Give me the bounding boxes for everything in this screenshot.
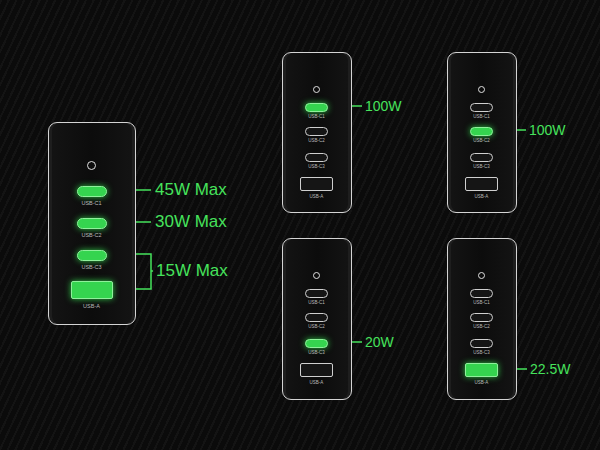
port-label: USB-C3 — [81, 265, 101, 271]
usb-a-port — [300, 177, 333, 191]
usb-a-port — [71, 281, 113, 299]
status-led — [313, 86, 320, 93]
usb-c-port — [470, 127, 493, 136]
port-label: USB-A — [310, 381, 324, 386]
port-label: USB-C1 — [473, 301, 490, 306]
charger-body: USB-C1USB-C2USB-C3USB-A — [282, 238, 352, 400]
usb-c-port — [470, 339, 493, 348]
usb-a-port — [465, 177, 498, 191]
charger-body: USB-C1USB-C2USB-C3USB-A — [447, 52, 517, 213]
wattage-label: 22.5W — [530, 361, 570, 377]
usb-c-port — [470, 289, 493, 298]
usb-c-port — [305, 313, 328, 322]
usb-c-port — [305, 289, 328, 298]
wattage-label: 45W Max — [155, 180, 227, 200]
port-label: USB-A — [475, 381, 489, 386]
usb-a-port — [465, 363, 498, 377]
usb-c-port — [470, 153, 493, 162]
port-label: USB-C3 — [308, 165, 325, 170]
status-led — [478, 86, 485, 93]
status-led — [313, 272, 320, 279]
wattage-label: 30W Max — [155, 212, 227, 232]
usb-c-port — [305, 127, 328, 136]
port-label: USB-C2 — [473, 325, 490, 330]
port-label: USB-C3 — [308, 351, 325, 356]
port-label: USB-A — [83, 304, 100, 310]
usb-a-port — [300, 363, 333, 377]
port-label: USB-A — [310, 195, 324, 200]
port-label: USB-C2 — [81, 233, 101, 239]
charger-body: USB-C1USB-C2USB-C3USB-A — [48, 122, 136, 325]
status-led — [87, 161, 96, 170]
port-label: USB-C1 — [308, 115, 325, 120]
wattage-label: 15W Max — [156, 261, 228, 281]
port-label: USB-C2 — [308, 325, 325, 330]
port-label: USB-C2 — [473, 139, 490, 144]
usb-c-port — [470, 313, 493, 322]
bracket-line — [151, 270, 153, 272]
usb-c-port — [305, 153, 328, 162]
port-label: USB-C3 — [473, 351, 490, 356]
usb-c-port — [470, 103, 493, 112]
port-label: USB-C3 — [473, 165, 490, 170]
port-label: USB-C1 — [473, 115, 490, 120]
usb-c-port — [77, 250, 107, 261]
charger-body: USB-C1USB-C2USB-C3USB-A — [282, 52, 352, 213]
port-label: USB-A — [475, 195, 489, 200]
charger-body: USB-C1USB-C2USB-C3USB-A — [447, 238, 517, 400]
usb-c-port — [305, 103, 328, 112]
port-label: USB-C1 — [81, 201, 101, 207]
usb-c-port — [305, 339, 328, 348]
port-label: USB-C1 — [308, 301, 325, 306]
wattage-label: 100W — [365, 98, 402, 114]
wattage-label: 20W — [365, 334, 394, 350]
usb-c-port — [77, 186, 107, 197]
wattage-label: 100W — [529, 122, 566, 138]
status-led — [478, 272, 485, 279]
port-label: USB-C2 — [308, 139, 325, 144]
usb-c-port — [77, 218, 107, 229]
